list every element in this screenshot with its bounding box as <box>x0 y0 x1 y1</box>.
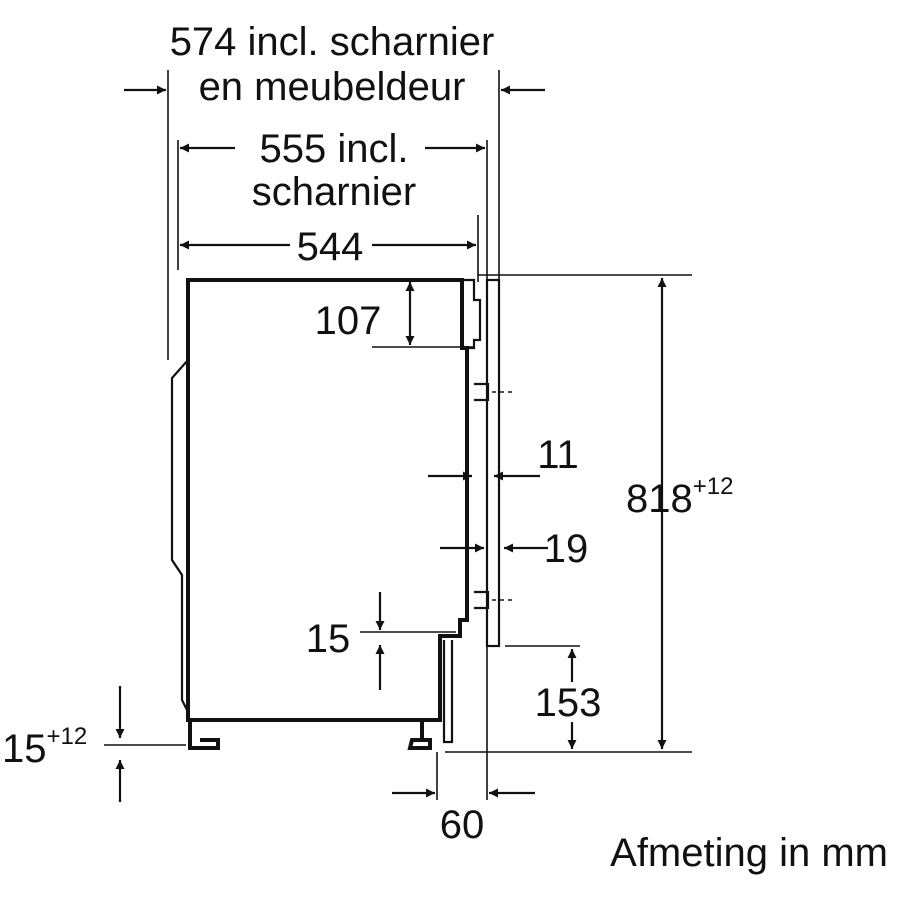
furniture-door <box>474 278 512 648</box>
dim-15-feet-value: 15 <box>2 727 47 771</box>
dim-818-tolerance: +12 <box>693 473 734 500</box>
dim-107-label: 107 <box>315 299 382 343</box>
dim-544-label: 544 <box>297 225 364 269</box>
dim-555-label-line1: 555 incl. <box>260 127 409 171</box>
dim-15-feet-label: 15+12 <box>2 723 87 771</box>
dim-60-label: 60 <box>440 803 485 847</box>
dimension-arrows <box>115 85 667 802</box>
extension-lines <box>104 70 692 800</box>
dim-11-label: 11 <box>537 433 579 477</box>
appliance-body <box>170 278 482 750</box>
unit-note: Afmeting in mm <box>610 831 888 875</box>
dim-15-label: 15 <box>306 617 351 661</box>
dim-555-label-line2: scharnier <box>252 170 417 214</box>
dim-153-label: 153 <box>535 681 602 725</box>
dim-574-label-line2: en meubeldeur <box>199 65 466 109</box>
dim-574-label-line1: 574 incl. scharnier <box>170 20 495 64</box>
dim-15-feet-tolerance: +12 <box>47 723 88 750</box>
dim-818-label: 818+12 <box>626 473 733 521</box>
dim-818-value: 818 <box>626 477 693 521</box>
dim-19-label: 19 <box>544 527 589 571</box>
